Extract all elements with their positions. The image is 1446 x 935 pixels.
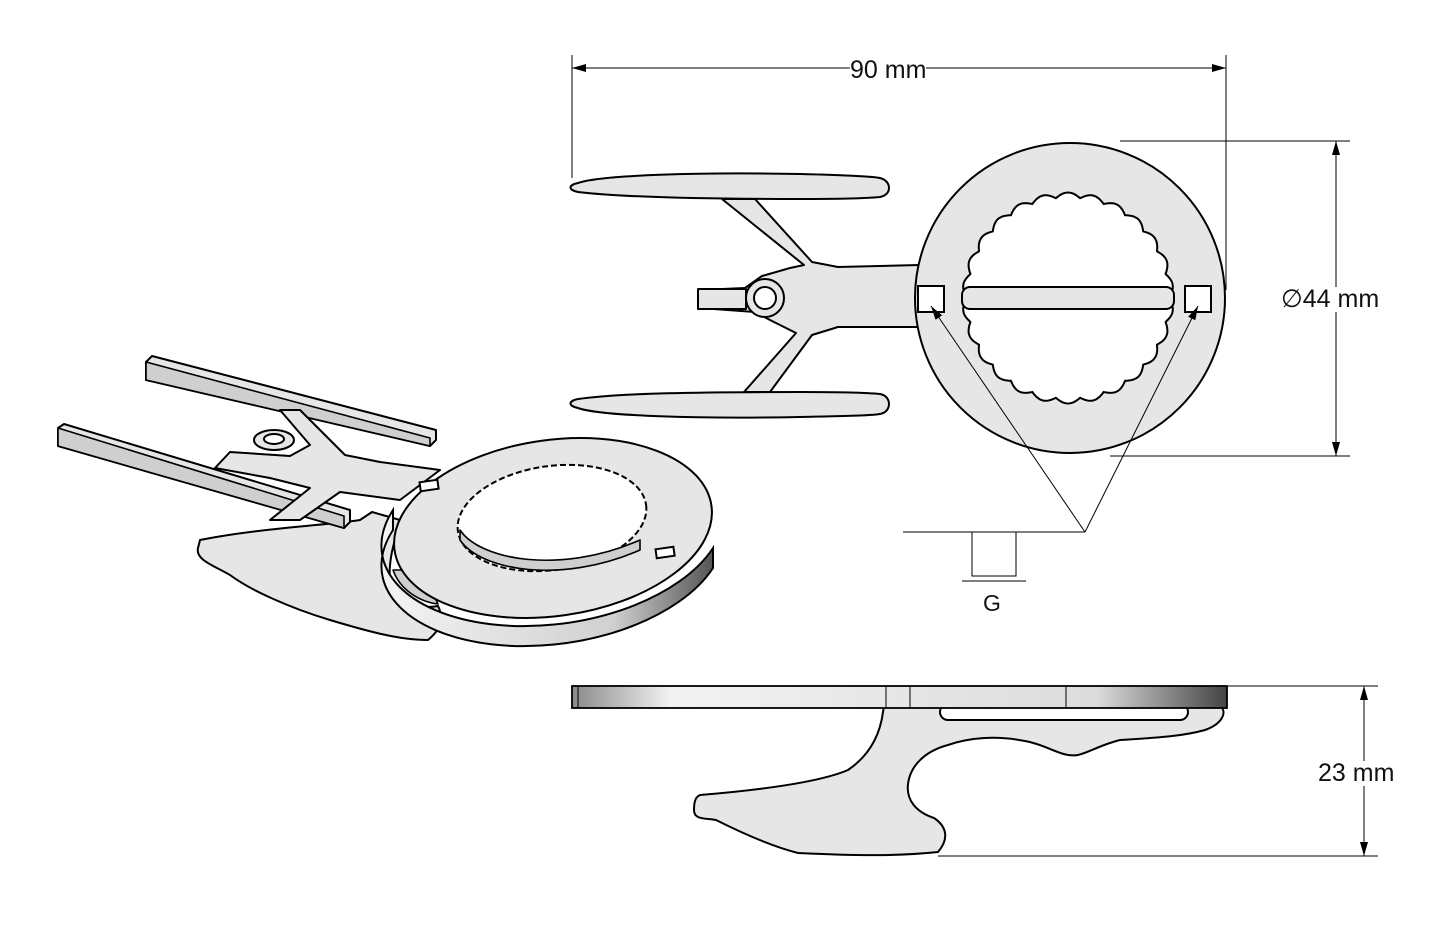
- iso-inner-wall: [459, 529, 641, 572]
- engineering-hull-profile: [693, 705, 1225, 857]
- hull-body: [699, 198, 921, 393]
- top-view: [569, 142, 1226, 454]
- square-hole-right: [1184, 285, 1212, 313]
- diameter-label: ∅44 mm: [1281, 285, 1380, 313]
- diameter-symbol: ∅: [1281, 285, 1303, 313]
- detail-leader: [903, 305, 1199, 582]
- square-hole-left: [917, 285, 945, 313]
- detail-g-label: G: [983, 590, 1001, 616]
- diameter-value: 44 mm: [1302, 285, 1380, 313]
- lower-nacelle: [569, 391, 890, 419]
- iso-saucer-edge: [380, 506, 714, 648]
- side-view: [571, 685, 1228, 857]
- length-label: 90 mm: [850, 56, 927, 84]
- iso-pylons: [214, 409, 441, 521]
- impulse-stub: [697, 288, 747, 310]
- upper-nacelle: [569, 172, 890, 200]
- saucer-edge-profile: [571, 685, 1228, 709]
- height-label: 23 mm: [1318, 759, 1395, 787]
- isometric-view: [57, 355, 714, 648]
- neck-round-hole: [753, 286, 777, 310]
- cross-bar: [961, 286, 1175, 310]
